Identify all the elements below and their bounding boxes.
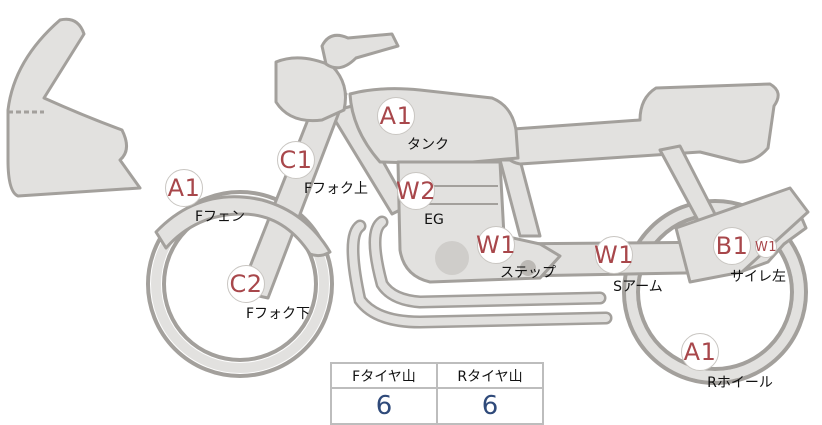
front-fender-code-badge: A1 [165,169,203,207]
front-tire-tread-header: Fタイヤ山 [330,362,438,389]
front-fork-lower-label: Fフォク下 [245,306,311,322]
front-fairing-shape [6,17,142,198]
step-code-badge: W1 [476,226,516,264]
handlebar-shape [320,32,400,70]
rear-tire-tread-value: 6 [436,387,544,425]
seat-shape [498,82,780,166]
tire-tread-value-row: 6 6 [330,387,544,425]
rear-wheel-label: Rホイール [707,375,773,391]
engine-label: EG [424,212,444,228]
muffler-left-extra-code-badge: W1 [755,236,777,258]
front-fender-label: Fフェン [194,209,246,225]
tire-tread-header-row: Fタイヤ山 Rタイヤ山 [330,362,544,389]
swing-arm-code-badge: W1 [594,236,634,274]
muffler-left-label: サイレ左 [730,269,786,285]
muffler-left-code-badge: B1 [713,227,751,265]
front-fender-shape [154,195,332,258]
rear-tire-tread-header: Rタイヤ山 [436,362,544,389]
swing-arm-label: Sアーム [613,279,663,295]
rear-wheel-code-badge: A1 [681,333,719,371]
tank-label: タンク [407,137,449,153]
tank-code-badge: A1 [377,97,415,135]
front-tire-outline [146,190,334,378]
front-tire-tread-value: 6 [330,387,438,425]
rear-tire-outline [622,199,808,385]
front-fork-upper-label: Fフォク上 [303,181,369,197]
front-fork-lower-code-badge: C2 [227,265,265,303]
tire-tread-table: Fタイヤ山 Rタイヤ山 6 6 [330,362,544,425]
engine-code-badge: W2 [396,172,436,210]
headlight-shape [274,56,347,123]
front-fork-upper-code-badge: C1 [277,141,315,179]
step-label: ステップ [500,265,556,281]
